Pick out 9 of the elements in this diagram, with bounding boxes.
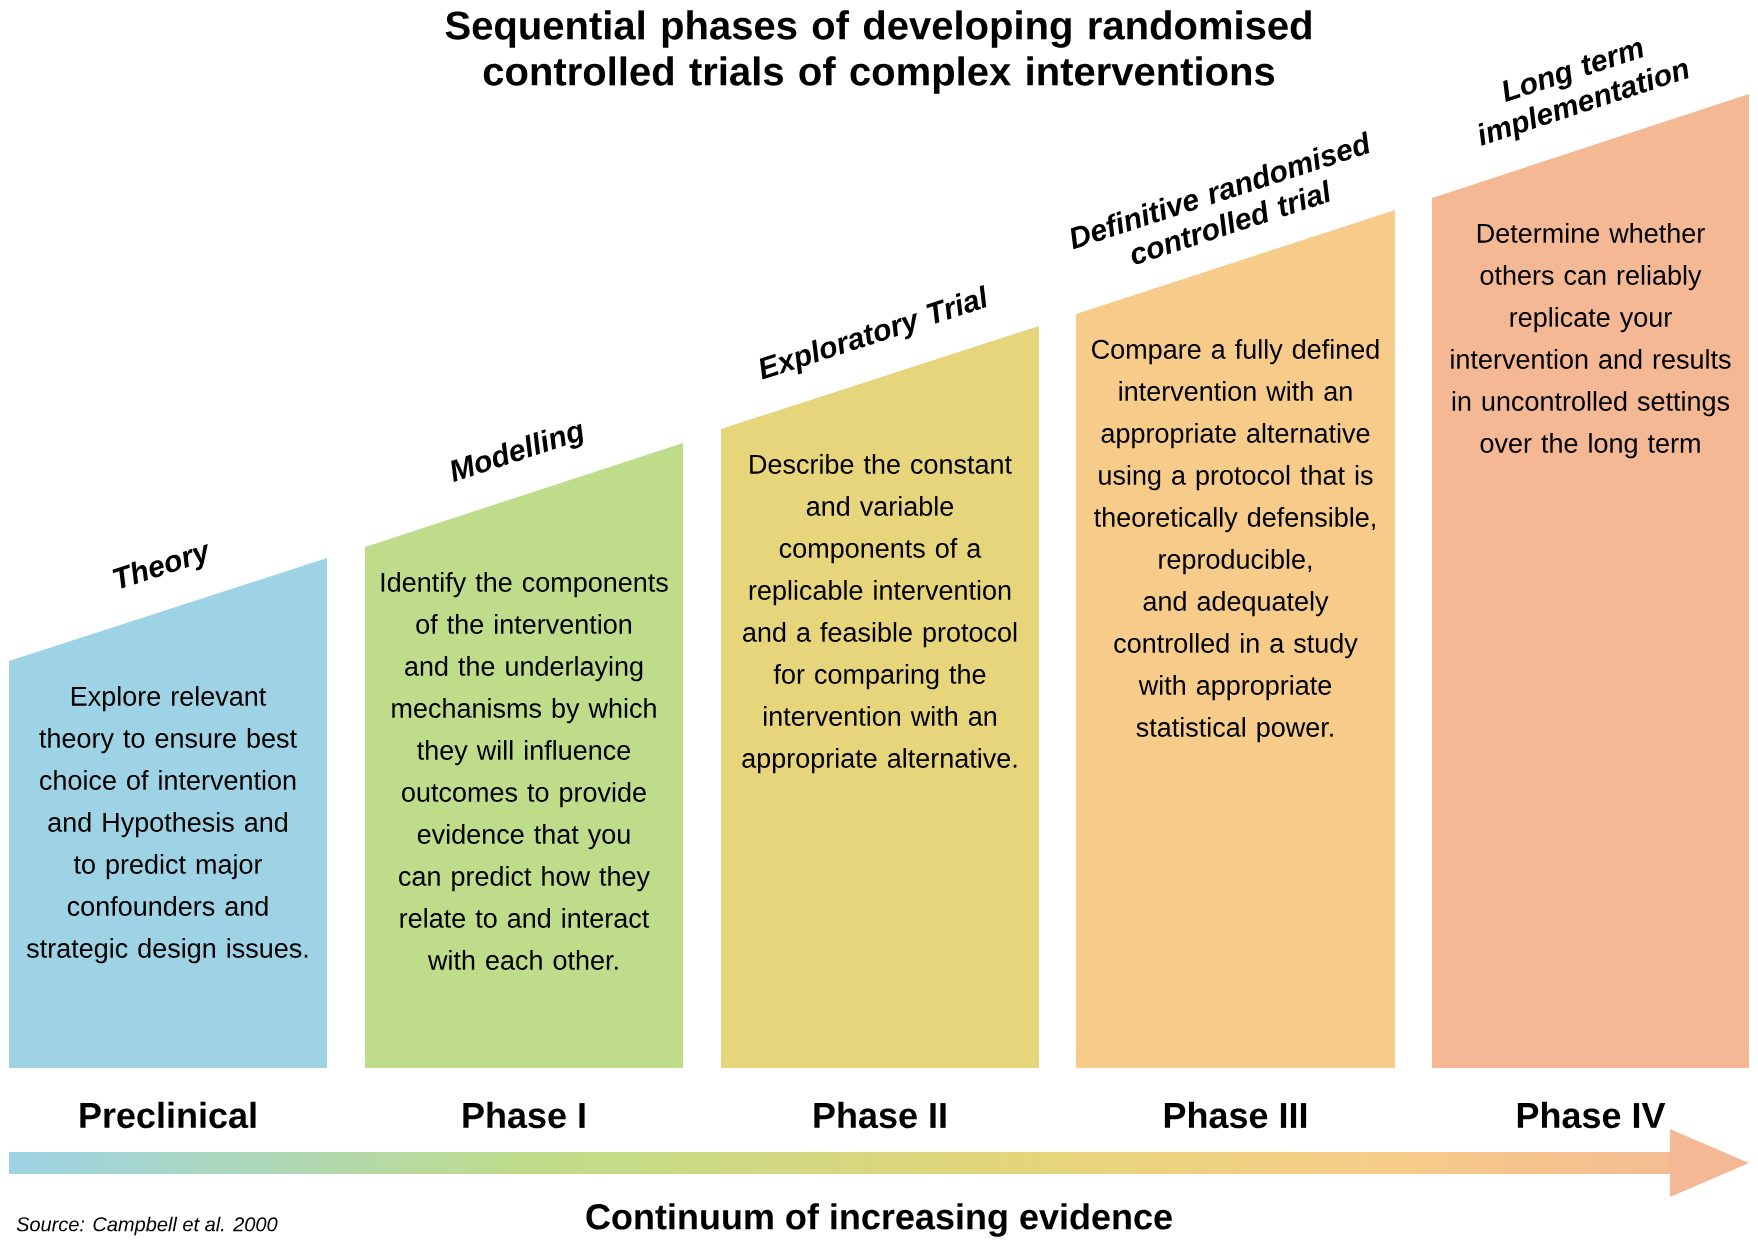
phase-heading: Theory (112, 544, 208, 589)
phase-label: Phase I (463, 1101, 585, 1129)
phase-label: Phase III (1164, 1101, 1307, 1129)
axis-caption: Continuum of increasing evidence (586, 1203, 1172, 1237)
phase-label: Phase IV (1517, 1101, 1666, 1129)
title: Sequential phases of developing randomised controlled trials of complex interventions (445, 10, 1311, 94)
phase-label: Phase II (814, 1101, 946, 1129)
phase-label: Preclinical (80, 1101, 256, 1129)
source-note: Source: Campbell et al. 2000 (16, 1216, 278, 1236)
